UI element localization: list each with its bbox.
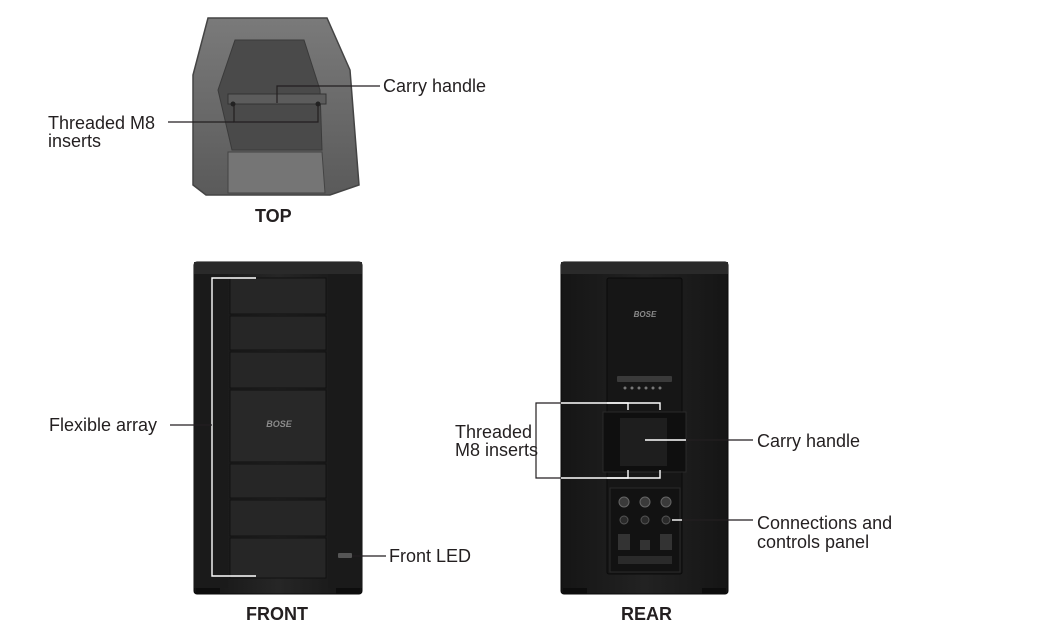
front-leader-lines [211, 277, 256, 577]
front-view-speaker [193, 261, 363, 595]
rear-logo: BOSE [634, 310, 657, 319]
rear-leader-lines-light [607, 402, 686, 521]
top-leader-lines [168, 85, 380, 123]
rear-carry-handle-label: Carry handle [757, 431, 861, 451]
top-threaded-inserts-label-line1: Threaded M8 [48, 113, 156, 133]
front-view-title: FRONT [246, 604, 308, 624]
connections-panel-label-line1: Connections and [757, 513, 893, 533]
rear-view-speaker [560, 261, 729, 595]
rear-view-title: REAR [621, 604, 673, 624]
top-view-title: TOP [255, 206, 292, 226]
rear-threaded-inserts-label-line2: M8 inserts [455, 440, 539, 460]
front-led-label: Front LED [389, 546, 472, 566]
top-view-speaker [192, 17, 360, 196]
flexible-array-label: Flexible array [49, 415, 158, 435]
connections-panel-label-line2: controls panel [757, 532, 870, 552]
rear-leader-lines-dark [535, 402, 753, 521]
top-carry-handle-label: Carry handle [383, 76, 487, 96]
front-logo: BOSE [266, 419, 293, 429]
front-leader-lines-dark [170, 424, 386, 557]
rear-threaded-inserts-label-line1: Threaded [455, 422, 533, 442]
top-threaded-inserts-label-line2: inserts [48, 131, 102, 151]
